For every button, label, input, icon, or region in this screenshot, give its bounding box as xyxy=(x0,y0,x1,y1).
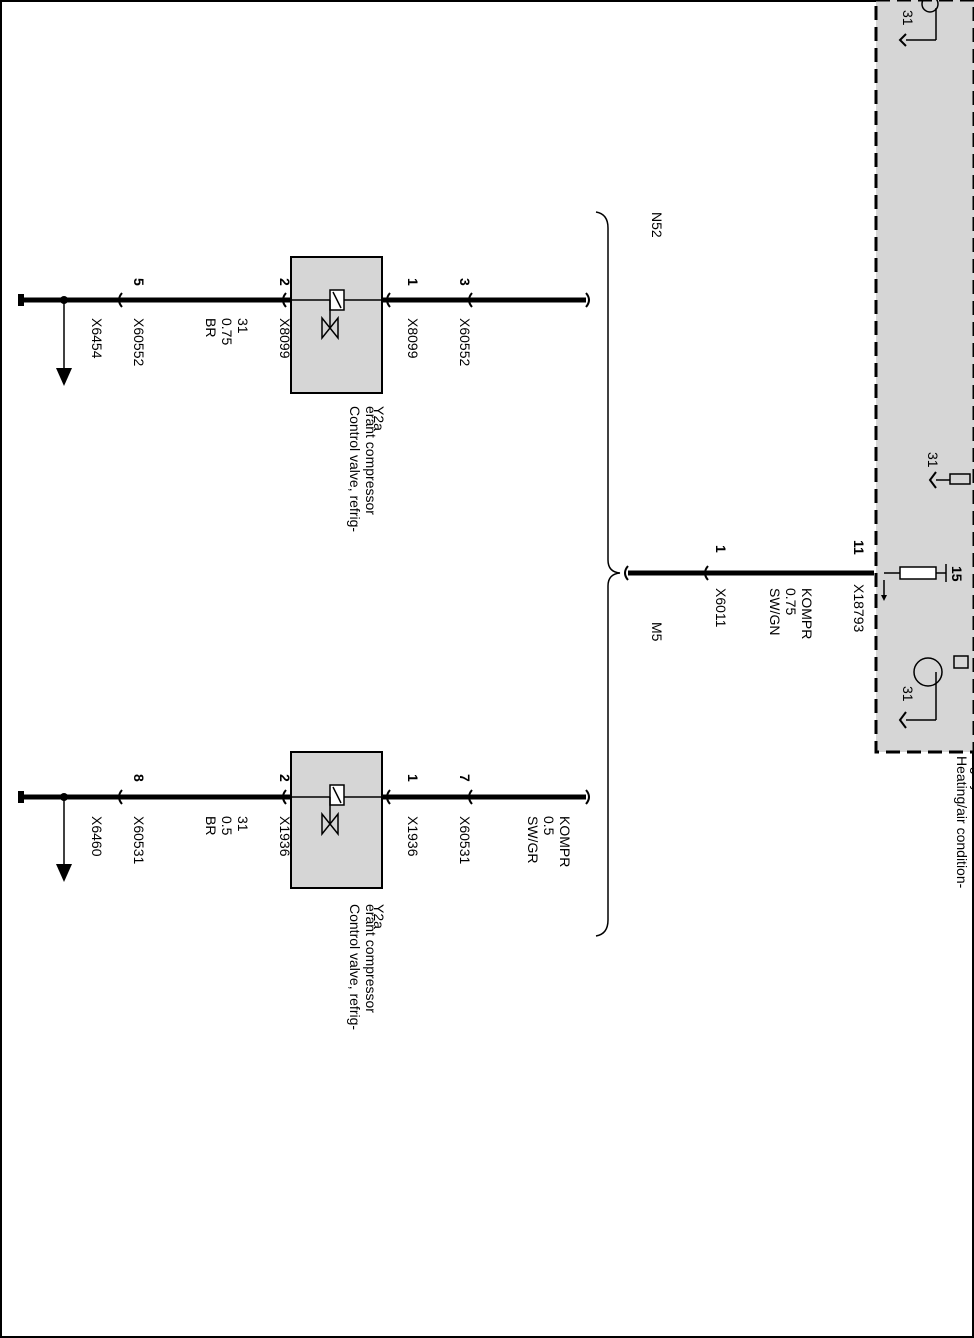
branch-a-valve-conn-out: X8099 xyxy=(277,318,293,359)
feed-wire: 1 X6011 KOMPR 0.75 SW/GN xyxy=(624,545,874,639)
branch-b-pin-bottom: 8 xyxy=(131,774,147,782)
branch-a-valve-conn-in: X8099 xyxy=(405,318,421,359)
branch-b-signal: KOMPR xyxy=(557,816,573,867)
branch-b-valve-conn-out: X1936 xyxy=(277,816,293,857)
connector-fork-b-in xyxy=(386,789,391,805)
branch-b-wire-sig: 31 xyxy=(235,816,251,832)
branch-a-wire-size: 0.75 xyxy=(219,318,235,345)
branch-b-valve-pin-out: 2 xyxy=(277,774,293,782)
module-ground-mid: 31 xyxy=(925,452,941,468)
hvac-module: 31 31 15 31 11 X18793 Heating/air condit… xyxy=(851,0,974,892)
connector-fork-a-bottom xyxy=(118,292,123,308)
branch-a-conn-bottom: X60552 xyxy=(131,318,147,366)
branch-b-color: SW/GR xyxy=(525,816,541,863)
connector-fork-a-out xyxy=(282,292,287,308)
module-label-line2: ing system xyxy=(970,756,974,823)
connector-fork-b-out xyxy=(282,789,287,805)
branch-b-name-line1: Control valve, refrig- xyxy=(347,904,363,1030)
branch-b-component-id: Y2a xyxy=(371,904,387,929)
feed-connector: X6011 xyxy=(713,588,729,628)
feed-color: SW/GN xyxy=(767,588,783,635)
variant-left: N52 xyxy=(649,212,665,238)
branch-a-valve-pin-out: 2 xyxy=(277,278,293,286)
solenoid-valve-a-icon xyxy=(291,289,382,341)
connector-fork-bracket xyxy=(624,565,629,581)
branch-b-valve-conn-in: X1936 xyxy=(405,816,421,857)
ground-symbol-mid xyxy=(928,471,937,489)
resistor-supply-icon xyxy=(899,566,937,580)
branch-a-pin-bottom: 5 xyxy=(131,278,147,286)
branch-b-conn-bottom: X60531 xyxy=(131,816,147,864)
branch-b-ground-ref: X6460 xyxy=(89,816,105,857)
module-label-line1: Heating/air condition- xyxy=(954,756,970,889)
module-label: Heating/air condition- ing system xyxy=(954,756,974,892)
resistor-mid-icon xyxy=(949,473,971,485)
module-ground-top: 31 xyxy=(900,10,916,26)
valve-b-box xyxy=(290,751,383,889)
transistor-top-icon xyxy=(921,0,939,13)
branch-a-name-line1: Control valve, refrig- xyxy=(347,406,363,532)
connector-fork-a-top xyxy=(468,292,473,308)
module-supply: 15 xyxy=(949,566,965,582)
ground-symbol-low xyxy=(898,711,907,729)
feed-signal: KOMPR xyxy=(799,588,815,639)
feed-pin: 1 xyxy=(713,545,729,553)
branch-a-valve-pin-in: 1 xyxy=(405,278,421,286)
module-ground-low: 31 xyxy=(900,686,916,702)
branch-b-wire-size: 0.5 xyxy=(219,816,235,836)
wire-end-icon xyxy=(585,292,590,308)
branch-b-component-name: Control valve, refrig- erant compressor xyxy=(347,904,379,1034)
branch-b-pin-top: 7 xyxy=(457,774,473,782)
branch-b-conn-top: X60531 xyxy=(457,816,473,864)
branch-a-wire-color: BR xyxy=(203,318,219,337)
branch-a-component-name: Control valve, refrig- erant compressor xyxy=(347,406,379,536)
module-connector: X18793 xyxy=(851,584,867,632)
variant-right: M5 xyxy=(649,622,665,642)
ground-pin-b xyxy=(18,791,24,803)
branch-a-pin-top: 3 xyxy=(457,278,473,286)
branch-b-valve-pin-in: 1 xyxy=(405,774,421,782)
arrow-down-b-icon xyxy=(56,864,72,882)
connector-fork-a-in xyxy=(386,292,391,308)
arrow-down-a-icon xyxy=(56,368,72,386)
valve-a-box xyxy=(290,256,383,394)
branch-a-name-line2: erant compressor xyxy=(363,406,379,515)
module-pin: 11 xyxy=(851,540,867,555)
transistor-low-icon xyxy=(913,657,943,687)
connector-fork-feed xyxy=(704,565,709,581)
branch-b-size: 0.5 xyxy=(541,816,557,836)
ground-symbol-top xyxy=(898,33,907,47)
branch-b: KOMPR 0.5 SW/GR 7 X60531 1 X1936 2 X1936… xyxy=(18,751,590,1034)
solenoid-valve-b-icon xyxy=(291,784,382,837)
branch-a: 3 X60552 1 X8099 2 X8099 31 0.75 BR 5 X6… xyxy=(18,256,590,536)
branch-a-ground-ref: X6454 xyxy=(89,318,105,359)
branch-b-wire-color: BR xyxy=(203,816,219,835)
branch-a-component-id: Y2a xyxy=(371,406,387,431)
resistor-low-icon xyxy=(953,655,969,669)
branch-a-wire-sig: 31 xyxy=(235,318,251,334)
branch-a-conn-top: X60552 xyxy=(457,318,473,366)
hvac-module-box xyxy=(874,0,974,754)
connector-fork-b-top xyxy=(468,789,473,805)
feed-size: 0.75 xyxy=(783,588,799,615)
connector-fork-b-bottom xyxy=(118,789,123,805)
ground-pin-a xyxy=(18,294,24,306)
variant-bracket: N52 M5 xyxy=(595,211,665,937)
branch-b-name-line2: erant compressor xyxy=(363,904,379,1013)
wire-end-b-icon xyxy=(585,789,590,805)
